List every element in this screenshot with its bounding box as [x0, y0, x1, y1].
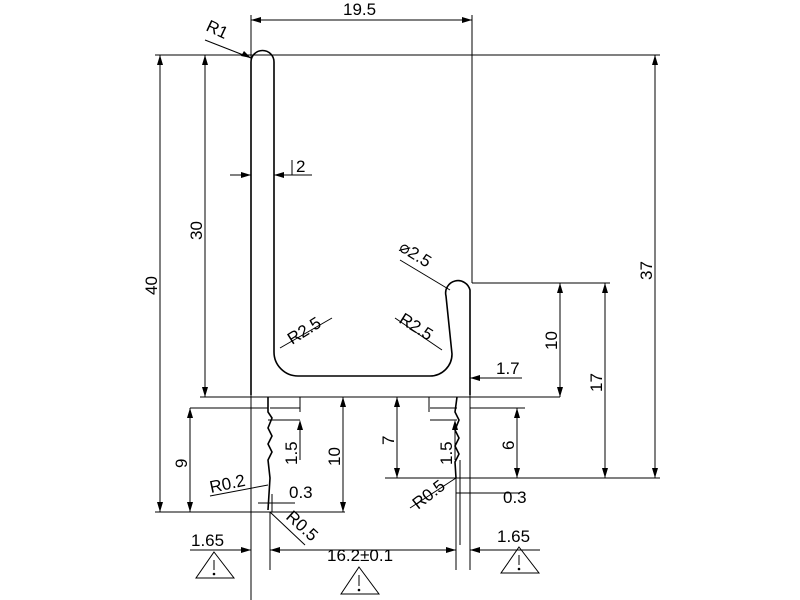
label-7: 7 [379, 436, 398, 445]
label-0-3-right: 0.3 [503, 488, 527, 507]
warning-triangle-icon [500, 546, 541, 574]
teeth-left [267, 397, 273, 511]
dimension-lines [159, 19, 656, 551]
label-37: 37 [637, 261, 656, 280]
arrowheads [157, 17, 658, 553]
label-r1: R1 [203, 16, 231, 42]
label-10-right: 10 [542, 331, 561, 350]
label-r2-5-right: R2.5 [396, 309, 437, 344]
label-1-65-left: 1.65 [191, 531, 224, 550]
label-dia-2-5: ⌀2.5 [396, 237, 435, 271]
label-16-2: 16.2±0.1 [327, 546, 393, 565]
label-10-mid: 10 [325, 447, 344, 466]
label-40: 40 [142, 276, 161, 295]
label-r0-5-right: R0.5 [409, 476, 449, 513]
label-1-7: 1.7 [496, 359, 520, 378]
warning-triangle-icon [340, 566, 380, 595]
label-r2-5-left: R2.5 [284, 313, 325, 348]
label-0-3-left: 0.3 [289, 483, 313, 502]
label-19-5: 19.5 [343, 0, 376, 19]
label-30: 30 [187, 221, 206, 240]
label-r0-5-left: R0.5 [282, 507, 321, 545]
label-1-5-left: 1.5 [282, 441, 301, 465]
label-9: 9 [172, 459, 191, 468]
label-1-65-right: 1.65 [497, 527, 530, 546]
teeth-right-inner [428, 397, 461, 545]
label-6: 6 [499, 441, 518, 450]
profile-outline [250, 49, 471, 395]
warning-triangle-icon [195, 551, 236, 579]
teeth-right [454, 396, 460, 479]
label-17: 17 [587, 373, 606, 392]
label-r0-2: R0.2 [208, 471, 247, 497]
label-2: 2 [296, 157, 305, 176]
label-1-5-right: 1.5 [437, 441, 456, 465]
extension-lines [155, 15, 660, 600]
